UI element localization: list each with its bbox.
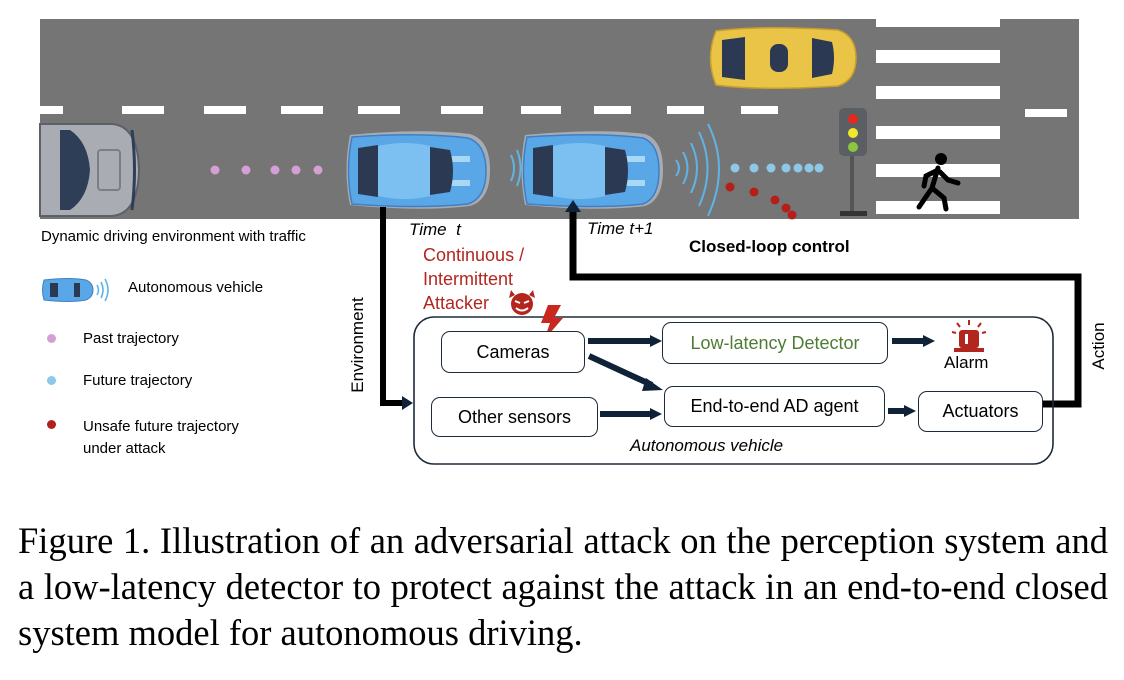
past-trajectory-dot	[241, 165, 251, 175]
time-t-label: Time t	[409, 220, 461, 240]
figure-caption: Figure 1. Illustration of an adversarial…	[18, 520, 1108, 653]
closed-loop-action-arrow	[565, 200, 1082, 408]
pedestrian-icon	[916, 153, 961, 212]
time-t1-label: Time t+1	[587, 219, 654, 238]
autonomous-vehicle-system	[413, 316, 1054, 465]
gray-car-icon	[39, 123, 141, 217]
autonomous-vehicle-time-t1-icon	[521, 131, 663, 209]
past-trajectory-dot	[270, 165, 280, 175]
alarm-label: Alarm	[944, 353, 989, 372]
road-label: Dynamic driving environment with traffic	[41, 228, 306, 245]
actuators-box: Actuators	[918, 391, 1043, 432]
low-latency-detector-box: Low-latency Detector	[662, 322, 888, 364]
legend: Autonomous vehicle Past trajectory Futur…	[40, 270, 340, 470]
future-trajectory-dot	[781, 163, 791, 173]
lightning-bolt-icon	[541, 305, 563, 340]
future-trajectory-dot	[749, 163, 759, 173]
unsafe-trajectory-dot	[770, 195, 780, 205]
cameras-box: Cameras	[441, 331, 585, 373]
legend-unsafe-line-2: under attack	[83, 440, 166, 457]
red-dot-icon	[47, 420, 56, 429]
unsafe-trajectory-dot	[781, 203, 791, 213]
closed-loop-label: Closed-loop control	[689, 237, 850, 256]
legend-item-unsafe-trajectory: Unsafe future trajectory under attack	[83, 416, 239, 460]
devil-face-icon	[509, 290, 535, 315]
time-t-text: Time	[409, 220, 447, 239]
legend-unsafe-line-1: Unsafe future trajectory	[83, 418, 239, 435]
future-trajectory	[730, 163, 824, 173]
sensor-waves-small-icon	[510, 149, 522, 187]
autonomous-vehicle-icon	[42, 278, 109, 302]
past-trajectory	[210, 165, 323, 175]
siren-icon	[951, 320, 987, 352]
action-label: Action	[1089, 322, 1108, 370]
yellow-car-icon	[709, 26, 857, 90]
unsafe-trajectory-dot	[749, 187, 759, 197]
future-trajectory-dot	[814, 163, 824, 173]
unsafe-trajectory-dot	[787, 210, 797, 220]
past-trajectory-dot	[291, 165, 301, 175]
light-blue-dot-icon	[47, 376, 56, 385]
attacker-line-2: Intermittent	[423, 269, 514, 289]
sensor-waves-icon	[675, 123, 720, 217]
lane-markings	[30, 106, 1067, 117]
end-to-end-agent-box: End-to-end AD agent	[664, 386, 885, 427]
future-trajectory-dot	[804, 163, 814, 173]
other-sensors-box: Other sensors	[431, 397, 598, 437]
pink-dot-icon	[47, 334, 56, 343]
legend-item-past-trajectory: Past trajectory	[83, 330, 179, 347]
internal-arrows	[587, 335, 935, 420]
environment-label: Environment	[348, 297, 367, 393]
arrow-cameras-to-agent	[587, 353, 654, 388]
unsafe-trajectory-dot	[725, 182, 735, 192]
unsafe-trajectory	[725, 182, 797, 220]
future-trajectory-dot	[730, 163, 740, 173]
future-trajectory-dot	[793, 163, 803, 173]
attacker-line-3: Attacker	[423, 293, 490, 313]
future-trajectory-dot	[766, 163, 776, 173]
environment-arrow	[380, 207, 413, 410]
time-t-variable: t	[456, 220, 461, 239]
traffic-light-icon	[839, 108, 867, 216]
past-trajectory-dot	[313, 165, 323, 175]
autonomous-vehicle-time-t-icon	[346, 131, 490, 209]
past-trajectory-dot	[210, 165, 220, 175]
autonomous-vehicle-system-title: Autonomous vehicle	[630, 436, 784, 455]
attacker-line-1: Continuous /	[423, 245, 525, 265]
legend-item-autonomous-vehicle: Autonomous vehicle	[128, 279, 264, 296]
attacker-label: Continuous / Intermittent Attacker	[423, 243, 524, 315]
road-scene	[30, 19, 1082, 465]
legend-item-future-trajectory: Future trajectory	[83, 372, 193, 389]
